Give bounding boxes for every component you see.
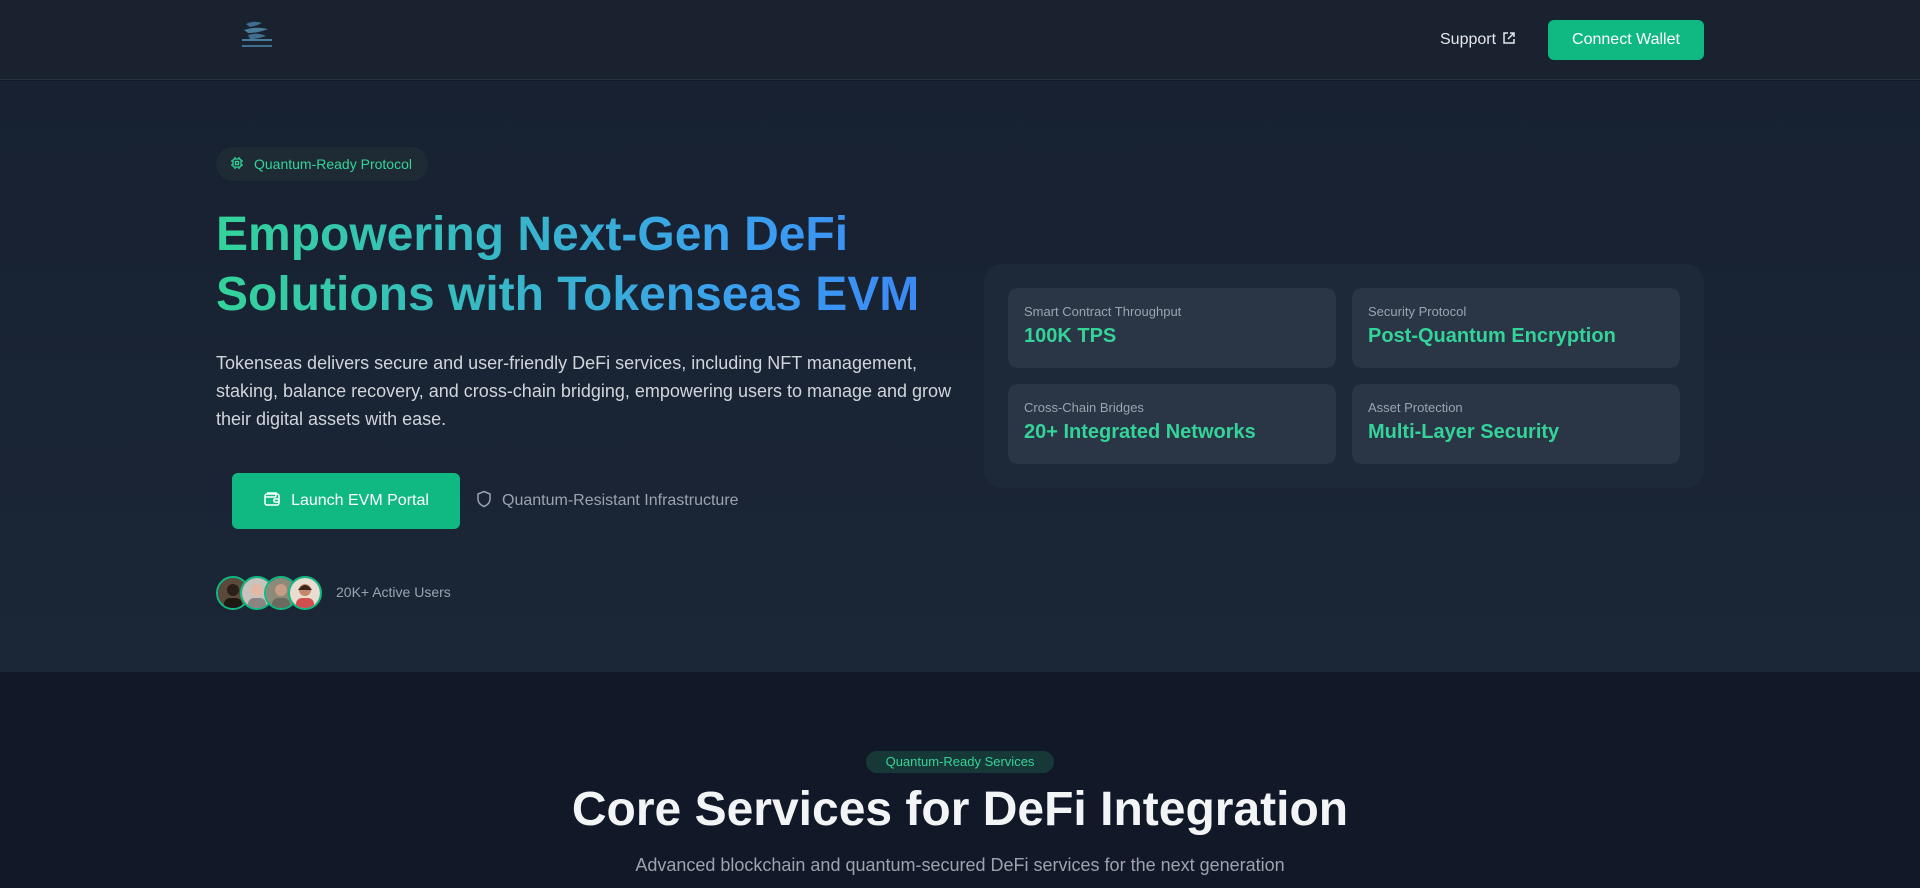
wallet-icon bbox=[263, 490, 281, 513]
stat-card-bridges: Cross-Chain Bridges 20+ Integrated Netwo… bbox=[1008, 384, 1336, 464]
stat-value: Multi-Layer Security bbox=[1368, 421, 1560, 443]
launch-evm-portal-button[interactable]: Launch EVM Portal bbox=[232, 473, 460, 529]
services-title: Core Services for DeFi Integration bbox=[571, 783, 1349, 836]
hero-title-line1: Empowering Next-Gen DeFi bbox=[216, 208, 849, 261]
stat-card-protection: Asset Protection Multi-Layer Security bbox=[1352, 384, 1680, 464]
stat-card-throughput: Smart Contract Throughput 100K TPS bbox=[1008, 288, 1336, 368]
top-header: Support Connect Wallet bbox=[0, 0, 1920, 80]
chip-icon bbox=[230, 156, 244, 173]
protocol-badge-label: Quantum-Ready Protocol bbox=[254, 156, 412, 172]
launch-evm-portal-label: Launch EVM Portal bbox=[291, 492, 429, 509]
external-link-icon bbox=[1502, 31, 1516, 50]
tokenseas-logo-icon[interactable] bbox=[236, 18, 280, 52]
stat-value: 100K TPS bbox=[1024, 325, 1117, 347]
active-users-label: 20K+ Active Users bbox=[336, 584, 451, 600]
stat-label: Cross-Chain Bridges bbox=[1024, 400, 1144, 415]
services-subtitle: Advanced blockchain and quantum-secured … bbox=[635, 855, 1285, 875]
connect-wallet-button[interactable]: Connect Wallet bbox=[1548, 20, 1704, 60]
stats-panel: Smart Contract Throughput 100K TPS Secur… bbox=[984, 264, 1704, 488]
stat-label: Asset Protection bbox=[1368, 400, 1463, 415]
protocol-badge: Quantum-Ready Protocol bbox=[216, 147, 428, 181]
support-label: Support bbox=[1440, 31, 1497, 48]
avatar-group bbox=[216, 576, 322, 610]
infrastructure-label: Quantum-Resistant Infrastructure bbox=[502, 492, 739, 509]
stat-card-security: Security Protocol Post-Quantum Encryptio… bbox=[1352, 288, 1680, 368]
shield-icon bbox=[476, 490, 492, 513]
stat-value: 20+ Integrated Networks bbox=[1024, 421, 1256, 443]
stat-label: Security Protocol bbox=[1368, 304, 1467, 319]
infrastructure-note: Quantum-Resistant Infrastructure bbox=[476, 489, 739, 513]
hero-title-line2: Solutions with Tokenseas EVM bbox=[216, 268, 920, 321]
avatar bbox=[288, 576, 322, 610]
hero-section: Quantum-Ready Protocol Empowering Next-G… bbox=[0, 81, 1920, 672]
support-link[interactable]: Support bbox=[1440, 28, 1516, 52]
hero-description: Tokenseas delivers secure and user-frien… bbox=[216, 353, 952, 429]
stat-value: Post-Quantum Encryption bbox=[1368, 325, 1616, 347]
services-badge: Quantum-Ready Services bbox=[866, 751, 1054, 773]
stat-label: Smart Contract Throughput bbox=[1024, 304, 1182, 319]
hero-title: Empowering Next-Gen DeFi Solutions with … bbox=[216, 205, 976, 325]
